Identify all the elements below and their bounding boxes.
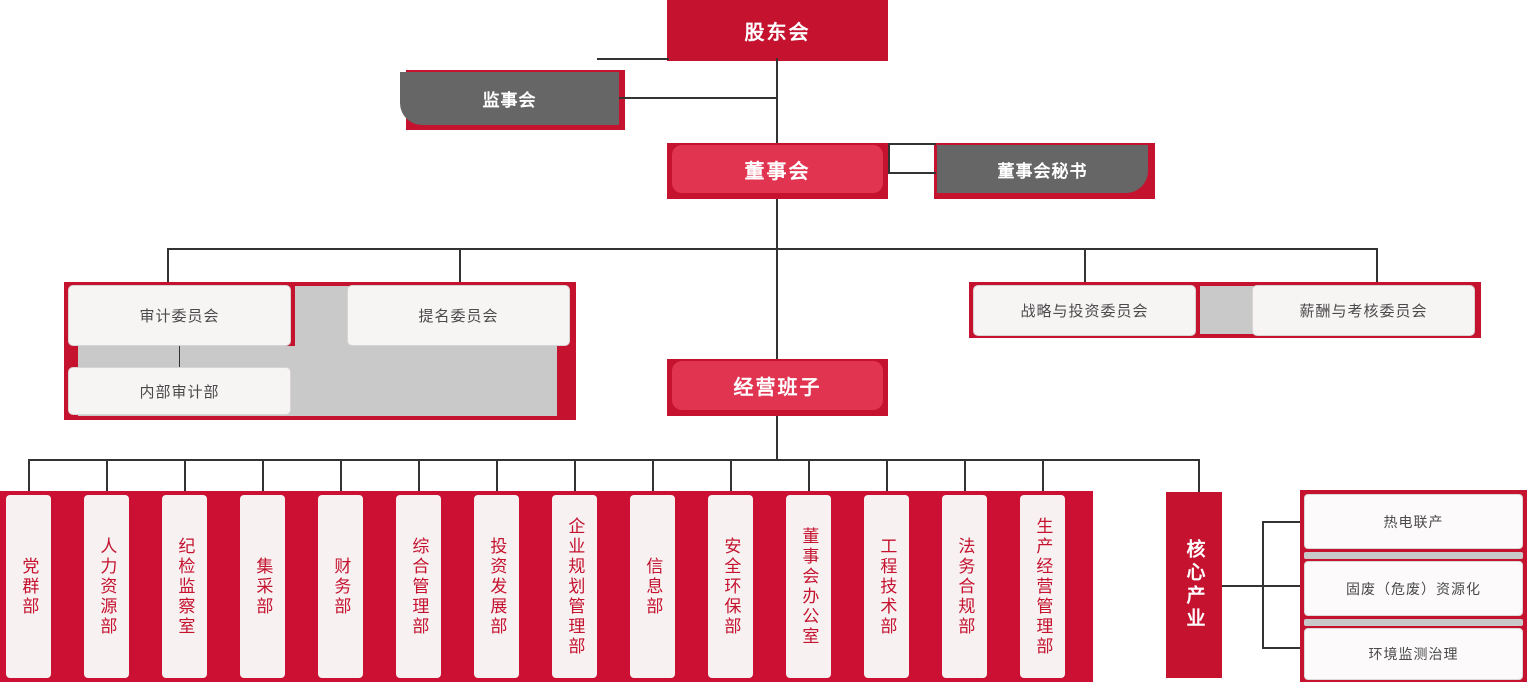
department-drop <box>340 459 342 492</box>
department-label: 投资发展部 <box>487 536 507 637</box>
committee-drop-strategy <box>1084 248 1086 282</box>
department-drop <box>28 459 30 492</box>
department-drop <box>184 459 186 492</box>
committee-bus <box>167 248 1378 250</box>
connector-management-down <box>776 416 778 460</box>
core-connector-spine <box>1262 521 1264 648</box>
committee-compensation-assessment-label: 薪酬与考核委员会 <box>1299 303 1428 320</box>
department-box[interactable]: 生产经营管理部 <box>1020 495 1065 678</box>
core-business-separator <box>1304 552 1523 559</box>
department-label: 集采部 <box>253 556 273 617</box>
core-business-separator <box>1304 619 1523 626</box>
department-drop <box>652 459 654 492</box>
department-box[interactable]: 企业规划管理部 <box>552 495 597 678</box>
node-shareholders-label: 股东会 <box>744 22 811 44</box>
department-internal-audit-label: 内部审计部 <box>139 383 220 401</box>
department-box[interactable]: 工程技术部 <box>864 495 909 678</box>
node-supervisors-label: 监事会 <box>482 91 537 110</box>
node-management-label: 经营班子 <box>733 377 822 399</box>
committees-right-filler <box>1200 286 1256 334</box>
committee-strategy-investment[interactable]: 战略与投资委员会 <box>973 285 1196 336</box>
node-board[interactable]: 董事会 <box>672 145 883 193</box>
department-label: 企业规划管理部 <box>565 516 585 657</box>
node-board-secretary-label: 董事会秘书 <box>997 161 1088 181</box>
department-box[interactable]: 集采部 <box>240 495 285 678</box>
department-drop <box>418 459 420 492</box>
node-board-label: 董事会 <box>744 160 811 183</box>
connector-supervisors-spine <box>619 97 778 99</box>
department-drop <box>808 459 810 492</box>
department-label: 财务部 <box>331 556 351 617</box>
department-drop <box>574 459 576 492</box>
department-label: 工程技术部 <box>877 536 897 637</box>
node-shareholders[interactable]: 股东会 <box>667 0 888 61</box>
department-drop <box>1042 459 1044 492</box>
committee-nomination[interactable]: 提名委员会 <box>347 285 570 346</box>
department-label: 综合管理部 <box>409 536 429 637</box>
core-business-box[interactable]: 热电联产 <box>1304 494 1523 549</box>
connector-shareholders-left <box>597 58 669 60</box>
department-label: 安全环保部 <box>721 536 741 637</box>
connector-board-secretary-top <box>888 143 936 145</box>
committee-drop-audit <box>167 248 169 282</box>
committee-drop-nomination <box>459 248 461 282</box>
connector-board-secretary-mid <box>888 172 936 174</box>
department-drop <box>730 459 732 492</box>
department-label: 董事会办公室 <box>799 526 819 647</box>
connector-audit-internal <box>179 346 180 368</box>
department-label: 纪检监察室 <box>175 536 195 637</box>
core-industry-label: 核心产业 <box>1183 539 1205 631</box>
department-box[interactable]: 党群部 <box>6 495 51 678</box>
department-drop <box>496 459 498 492</box>
committees-left-filler-top <box>295 286 351 346</box>
connector-board-down <box>776 199 778 359</box>
department-box[interactable]: 董事会办公室 <box>786 495 831 678</box>
department-box[interactable]: 财务部 <box>318 495 363 678</box>
node-board-secretary[interactable]: 董事会秘书 <box>937 145 1148 193</box>
department-box[interactable]: 安全环保部 <box>708 495 753 678</box>
department-label: 党群部 <box>19 556 39 617</box>
committee-drop-compensation <box>1376 248 1378 282</box>
connector-board-secretary-vert <box>888 143 890 174</box>
committee-audit[interactable]: 审计委员会 <box>68 285 291 346</box>
core-business-box[interactable]: 固废（危废）资源化 <box>1304 561 1523 616</box>
connector-shareholders-board <box>776 58 778 144</box>
core-drop <box>1198 459 1200 492</box>
department-bus <box>28 459 1200 461</box>
department-drop <box>262 459 264 492</box>
core-business-label: 固废（危废）资源化 <box>1346 580 1481 597</box>
core-business-label: 热电联产 <box>1383 513 1444 530</box>
committee-compensation-assessment[interactable]: 薪酬与考核委员会 <box>1252 285 1475 336</box>
department-box[interactable]: 信息部 <box>630 495 675 678</box>
core-connector-branch-1 <box>1262 521 1304 523</box>
node-management[interactable]: 经营班子 <box>672 361 883 410</box>
core-connector-branch-3 <box>1262 647 1304 649</box>
node-supervisors[interactable]: 监事会 <box>400 72 619 125</box>
department-box[interactable]: 综合管理部 <box>396 495 441 678</box>
department-drop <box>106 459 108 492</box>
committee-nomination-label: 提名委员会 <box>418 308 499 325</box>
committee-audit-label: 审计委员会 <box>139 308 220 325</box>
core-business-box[interactable]: 环境监测治理 <box>1304 628 1523 680</box>
department-box[interactable]: 人力资源部 <box>84 495 129 678</box>
core-business-label: 环境监测治理 <box>1368 646 1459 662</box>
committee-strategy-investment-label: 战略与投资委员会 <box>1020 303 1149 320</box>
department-box[interactable]: 投资发展部 <box>474 495 519 678</box>
department-drop <box>964 459 966 492</box>
department-drop <box>886 459 888 492</box>
department-label: 法务合规部 <box>955 536 975 637</box>
department-internal-audit[interactable]: 内部审计部 <box>68 367 291 415</box>
core-industry-box[interactable]: 核心产业 <box>1166 492 1222 678</box>
department-label: 人力资源部 <box>97 536 117 637</box>
department-box[interactable]: 纪检监察室 <box>162 495 207 678</box>
department-label: 生产经营管理部 <box>1033 516 1053 657</box>
department-label: 信息部 <box>643 556 663 617</box>
department-box[interactable]: 法务合规部 <box>942 495 987 678</box>
